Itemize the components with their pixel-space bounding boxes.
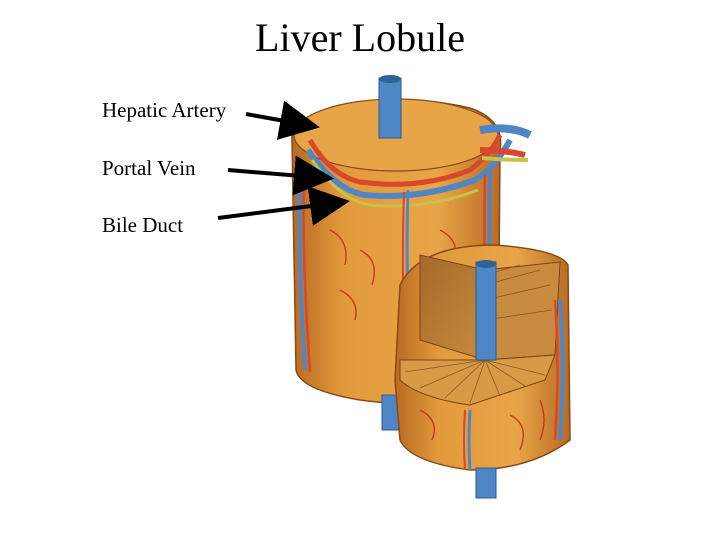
portal-triad-vessels [297,124,532,399]
arrow-bile-duct [217,186,350,226]
diagram-title: Liver Lobule [255,15,465,60]
label-portal-vein: Portal Vein [102,156,196,180]
cut-lobule-vessels [419,299,565,471]
label-bile-duct: Bile Duct [102,213,184,237]
label-arrows [217,100,350,226]
arrow-hepatic-artery [245,100,320,140]
central-vein-cut [475,260,497,499]
label-hepatic-artery: Hepatic Artery [102,98,227,122]
arrow-portal-vein [227,155,334,196]
